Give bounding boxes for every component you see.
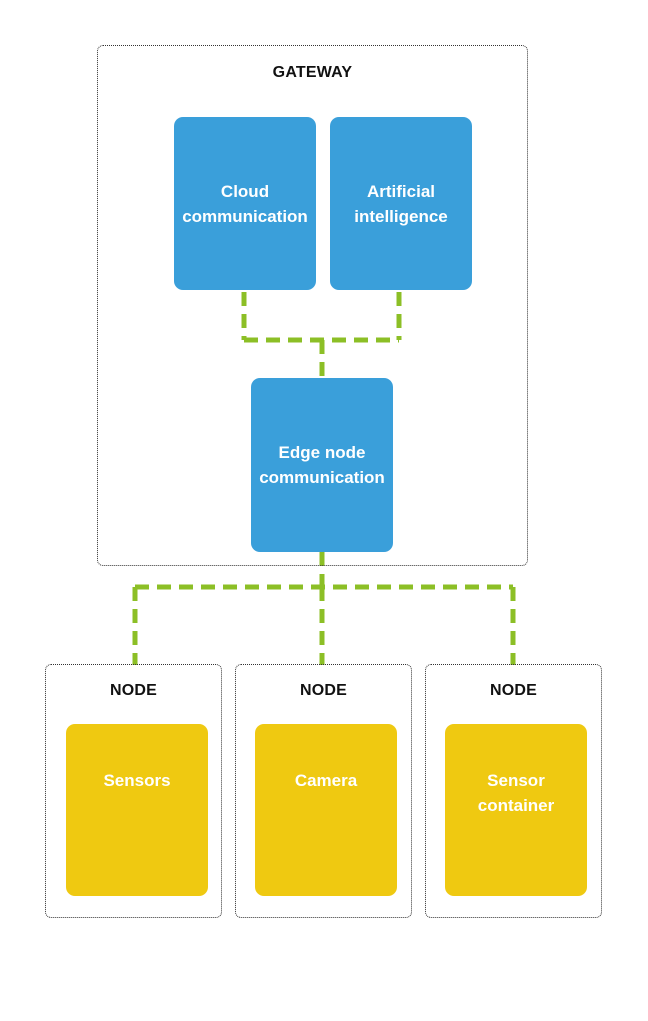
node-container-1: NODE [45,664,222,918]
gateway-container: GATEWAY [97,45,528,566]
sensors-device: Sensors [66,724,208,896]
node-title: NODE [109,682,158,699]
gateway-title: GATEWAY [272,64,353,81]
cloud-communication-label: Cloud communication [182,181,308,226]
node-container-3: NODE [425,664,602,918]
camera-label: Camera [294,771,358,790]
node-title: NODE [299,682,348,699]
artificial-intelligence-module: Artificial intelligence [330,117,472,290]
cloud-communication-module: Cloud communication [174,117,316,290]
sensor-container-label: Sensor container [477,771,555,815]
sensors-label: Sensors [103,771,171,790]
camera-device: Camera [255,724,397,896]
sensor-container-device: Sensor container [445,724,587,896]
edge-node-communication-label: Edge node communication [259,443,385,487]
artificial-intelligence-label: Artificial intelligence [354,181,448,226]
node-title: NODE [489,682,538,699]
node-container-2: NODE [235,664,412,918]
edge-node-communication-module: Edge node communication [251,378,393,552]
